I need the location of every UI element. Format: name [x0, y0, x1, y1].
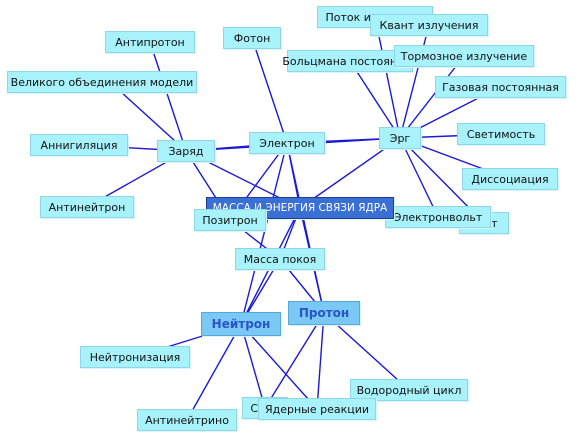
edge-erg-kv: [399, 24, 430, 139]
edge-erg-bol: [349, 60, 401, 139]
node-massa-pokoya[interactable]: Масса покоя: [235, 248, 325, 270]
node-erg[interactable]: Эрг: [379, 127, 421, 149]
node-svetimost[interactable]: Светимость: [457, 123, 545, 145]
edge-pro-spin: [264, 312, 325, 409]
node-zaryad[interactable]: Заряд: [157, 140, 215, 162]
node-annigilyaciya[interactable]: Аннигиляция: [30, 134, 128, 156]
node-velikogo-obedineniya[interactable]: Великого объединения модели: [7, 71, 197, 93]
edge-pro-yad: [316, 312, 325, 410]
edge-erg-ev: [399, 137, 439, 218]
edge-neu-yad: [240, 323, 318, 410]
node-gazovaya-postoyannaya[interactable]: Газовая постоянная: [435, 76, 566, 98]
node-dissociaciya[interactable]: Диссоциация: [462, 168, 558, 190]
node-neytronizaciya[interactable]: Нейтронизация: [80, 346, 190, 368]
node-yadernye-reakcii[interactable]: Ядерные реакции: [258, 398, 376, 420]
edge-neu-antr: [186, 323, 242, 421]
node-elektronvolt[interactable]: Электронвольт: [385, 206, 491, 228]
node-proton[interactable]: Протон: [288, 301, 360, 325]
node-pozitron[interactable]: Позитрон: [194, 209, 266, 231]
node-kvant-izlucheniya[interactable]: Квант излучения: [370, 14, 488, 36]
node-antineytron[interactable]: Антинейтрон: [40, 196, 134, 218]
node-boltsmana-postoyannaya[interactable]: Больцмана постоянная: [282, 50, 418, 72]
edge-erg-tor: [399, 55, 465, 139]
node-antiproton[interactable]: Антипротон: [105, 31, 195, 53]
edge-erg-pot: [374, 16, 401, 139]
edge-erg-cen: [299, 137, 401, 209]
edge-zar-vel: [109, 81, 187, 152]
node-neytron[interactable]: Нейтрон: [201, 312, 281, 336]
edge-neu-spin: [240, 323, 266, 409]
node-vodorodny-cikl[interactable]: Водородный цикл: [350, 379, 468, 401]
edge-pro-vod: [323, 312, 410, 391]
edge-el-neu: [240, 142, 288, 325]
edge-zar-ap: [149, 41, 187, 152]
node-foton[interactable]: Фотон: [223, 27, 281, 49]
node-antineytrino[interactable]: Антинейтрино: [137, 409, 237, 431]
edge-el-fot: [251, 37, 288, 144]
node-tormoznoe-izluchenie[interactable]: Тормозное излучение: [394, 45, 534, 67]
node-elektron[interactable]: Электрон: [249, 132, 325, 154]
